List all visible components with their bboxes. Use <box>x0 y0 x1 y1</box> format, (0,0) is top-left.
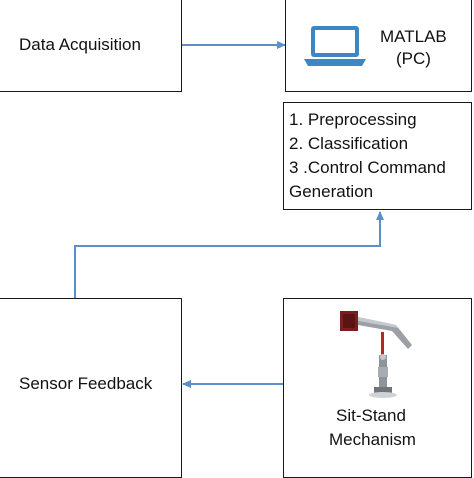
data-acquisition-box: Data Acquisition <box>0 0 182 92</box>
sensor-feedback-label: Sensor Feedback <box>19 374 153 393</box>
matlab-box: MATLAB (PC) <box>285 0 472 92</box>
sit-stand-line2: Mechanism <box>329 430 416 449</box>
sit-stand-mechanism-image <box>340 311 412 398</box>
sit-stand-box: Sit-Stand Mechanism <box>283 298 472 478</box>
step-preprocessing: 1. Preprocessing <box>289 110 417 129</box>
data-acquisition-label: Data Acquisition <box>19 35 141 54</box>
arrow-feedback-to-processing <box>74 211 384 298</box>
sensor-feedback-box: Sensor Feedback <box>0 298 182 478</box>
step-classification: 2. Classification <box>289 134 409 153</box>
matlab-subtitle: (PC) <box>396 49 431 68</box>
step-control-command: 3 .Control Command <box>289 158 446 177</box>
sit-stand-line1: Sit-Stand <box>336 406 406 425</box>
matlab-title: MATLAB <box>380 27 447 46</box>
laptop-icon <box>304 26 366 66</box>
processing-box: 1. Preprocessing 2. Classification 3 .Co… <box>283 102 472 210</box>
step-generation: Generation <box>289 182 374 201</box>
